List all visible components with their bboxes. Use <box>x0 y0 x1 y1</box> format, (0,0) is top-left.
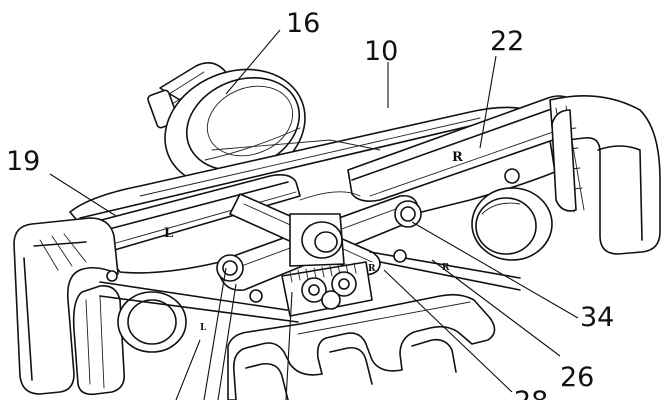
right-gripper <box>549 95 661 255</box>
right-arm <box>347 95 583 202</box>
leader-bottom-2 <box>217 283 237 400</box>
callout-19: 19 <box>6 146 40 177</box>
leader-16 <box>225 29 281 95</box>
callouts: 16 10 22 19 34 26 28 <box>6 8 614 400</box>
left-lever-letter: L <box>200 323 207 333</box>
callout-10: 10 <box>364 36 398 67</box>
bottom-support <box>227 293 496 400</box>
left-gripper <box>13 217 126 396</box>
leader-19 <box>49 173 117 217</box>
center-post <box>289 213 345 267</box>
arm-markings: L R L R R <box>164 150 463 333</box>
callout-28: 28 <box>514 386 548 400</box>
callout-16: 16 <box>286 8 320 39</box>
leader-28 <box>383 269 513 393</box>
callout-22: 22 <box>490 26 524 57</box>
callout-34: 34 <box>580 302 614 333</box>
center-mark-letter: R <box>368 264 376 274</box>
left-pulley <box>117 291 187 353</box>
right-lever-letter: R <box>442 263 450 273</box>
leader-22 <box>479 55 497 149</box>
pivot-pins <box>106 168 520 303</box>
leader-bottom-1 <box>203 267 227 400</box>
left-arm-letter: L <box>164 226 173 241</box>
leader-lines <box>49 29 579 400</box>
leader-bottom-3 <box>285 291 293 400</box>
right-pulley <box>471 187 553 261</box>
right-arm-letter: R <box>452 150 463 165</box>
leader-26 <box>431 259 561 357</box>
leader-34 <box>411 221 579 319</box>
callout-26: 26 <box>560 362 594 393</box>
leader-bottom-4 <box>175 339 201 400</box>
gear-train <box>281 261 373 317</box>
